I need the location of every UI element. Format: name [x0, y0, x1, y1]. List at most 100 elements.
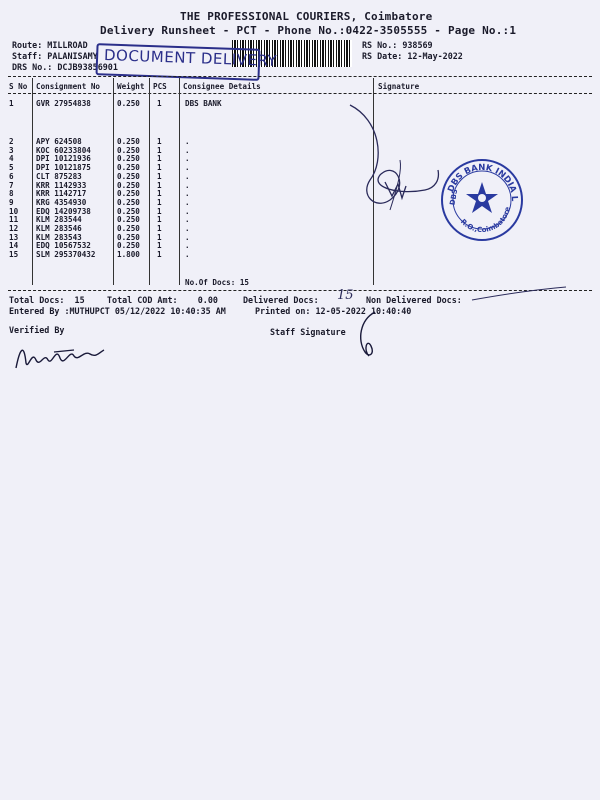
svg-text:R.O.,Coimbatore: R.O.,Coimbatore — [459, 206, 512, 234]
divider — [8, 93, 592, 94]
cell-sno: 10 — [9, 206, 19, 216]
cell-weight: 0.250 — [117, 197, 140, 207]
staff-signature-label: Staff Signature — [270, 327, 346, 337]
col-weight: Weight — [117, 82, 145, 91]
cell-consignment: SLM 295370432 — [36, 250, 96, 260]
cell-consignee: . — [185, 215, 190, 225]
cell-sno: 4 — [9, 154, 14, 164]
verified-by-label: Verified By — [9, 325, 65, 335]
cell-sno: 1 — [9, 99, 14, 108]
cell-consignment: APY 624508 — [36, 137, 82, 146]
cell-pcs: 1 — [157, 197, 162, 207]
seal-star-logo — [466, 182, 498, 213]
cell-weight: 0.250 — [117, 215, 140, 225]
cell-sno: 7 — [9, 180, 14, 190]
col-signature: Signature — [378, 82, 420, 91]
cell-sno: 14 — [9, 241, 19, 251]
cell-weight: 0.250 — [117, 206, 140, 216]
non-delivered-docs: Non Delivered Docs: — [366, 295, 462, 305]
barcode — [232, 40, 352, 67]
col-pcs: PCS — [153, 82, 167, 91]
cell-weight: 0.250 — [117, 241, 140, 251]
col-consignment: Consignment No — [36, 82, 101, 91]
cell-sno: 11 — [9, 215, 19, 225]
printed-on: Printed on: 12-05-2022 10:40:40 — [255, 306, 412, 316]
cell-consignee: . — [185, 171, 190, 181]
cell-weight: 0.250 — [117, 180, 140, 190]
cell-consignee: . — [185, 206, 190, 216]
cell-pcs: 1 — [157, 137, 162, 146]
cell-pcs: 1 — [157, 224, 162, 233]
cell-consignment: EDQ 10567532 — [36, 241, 91, 251]
cell-sno: 9 — [9, 197, 14, 207]
cell-sno: 5 — [9, 163, 14, 173]
cell-consignee: . — [185, 197, 190, 207]
cell-pcs: 1 — [157, 241, 162, 251]
column-line — [179, 78, 180, 285]
cell-sno: 2 — [9, 137, 14, 146]
cell-consignment: KLM 283543 — [36, 232, 82, 242]
cell-weight: 1.800 — [117, 250, 140, 260]
cell-consignee: . — [185, 137, 190, 146]
cell-pcs: 1 — [157, 215, 162, 225]
cell-weight: 0.250 — [117, 189, 140, 199]
cell-consignee: . — [185, 232, 190, 242]
non-delivered-mark — [471, 286, 567, 301]
cell-sno: 6 — [9, 171, 14, 181]
cell-pcs: 1 — [157, 163, 162, 173]
cell-pcs: 1 — [157, 180, 162, 190]
cell-weight: 0.250 — [117, 232, 140, 242]
cell-pcs: 1 — [157, 189, 162, 199]
staff-signature — [359, 311, 376, 357]
cell-consignment: KRR 1142717 — [36, 189, 87, 199]
runsheet-subtitle: Delivery Runsheet - PCT - Phone No.:0422… — [100, 24, 517, 37]
cell-pcs: 1 — [157, 232, 162, 242]
cell-consignment: DPI 10121875 — [36, 163, 91, 173]
cell-consignee: . — [185, 224, 190, 233]
cell-consignment: KRG 4354930 — [36, 197, 87, 207]
no-of-docs: No.Of Docs: 15 — [185, 278, 250, 287]
cell-weight: 0.250 — [117, 137, 140, 146]
cell-pcs: 1 — [157, 206, 162, 216]
cell-consignment: KLM 283544 — [36, 215, 82, 225]
col-consignee: Consignee Details — [183, 82, 261, 91]
column-line — [373, 78, 374, 285]
cell-weight: 0.250 — [117, 171, 140, 181]
cell-consignment: EDQ 14209738 — [36, 206, 91, 216]
column-line — [113, 78, 114, 285]
cell-consignee: . — [185, 189, 190, 199]
verified-by-signature — [15, 349, 105, 369]
company-title: THE PROFESSIONAL COURIERS, Coimbatore — [180, 10, 433, 23]
cell-sno: 15 — [9, 250, 19, 260]
cell-consignee: . — [185, 163, 190, 173]
cell-consignment: KLM 283546 — [36, 224, 82, 233]
divider — [8, 76, 592, 77]
cell-consignment: CLT 875283 — [36, 171, 82, 181]
delivered-count-handwritten: 15 — [337, 288, 354, 303]
cell-consignment: GVR 27954838 — [36, 99, 91, 108]
cell-weight: 0.250 — [117, 99, 140, 108]
route-label: Route: MILLROAD — [12, 40, 88, 50]
consignee-signature — [349, 104, 440, 211]
cell-sno: 13 — [9, 232, 19, 242]
seal-side-text: DBS — [449, 188, 460, 205]
cell-sno: 8 — [9, 189, 14, 199]
drs-number: DRS No.: DCJB93856901 — [12, 62, 118, 72]
rs-date: RS Date: 12-May-2022 — [362, 51, 463, 61]
cell-weight: 0.250 — [117, 145, 140, 155]
cell-weight: 0.250 — [117, 163, 140, 173]
seal-bottom-text: R.O.,Coimbatore — [459, 206, 512, 234]
delivered-docs: Delivered Docs: — [243, 295, 319, 305]
cell-sno: 3 — [9, 145, 14, 155]
cell-consignee: . — [185, 241, 190, 251]
entered-by: Entered By :MUTHUPCT 05/12/2022 10:40:35… — [9, 306, 226, 316]
cell-pcs: 1 — [157, 99, 162, 108]
cell-pcs: 1 — [157, 154, 162, 164]
cell-consignment: KRR 1142933 — [36, 180, 87, 190]
cell-sno: 12 — [9, 224, 19, 233]
total-cod: Total COD Amt: 0.00 — [107, 295, 218, 305]
cell-pcs: 1 — [157, 250, 162, 260]
cell-consignment: DPI 10121936 — [36, 154, 91, 164]
cell-pcs: 1 — [157, 171, 162, 181]
